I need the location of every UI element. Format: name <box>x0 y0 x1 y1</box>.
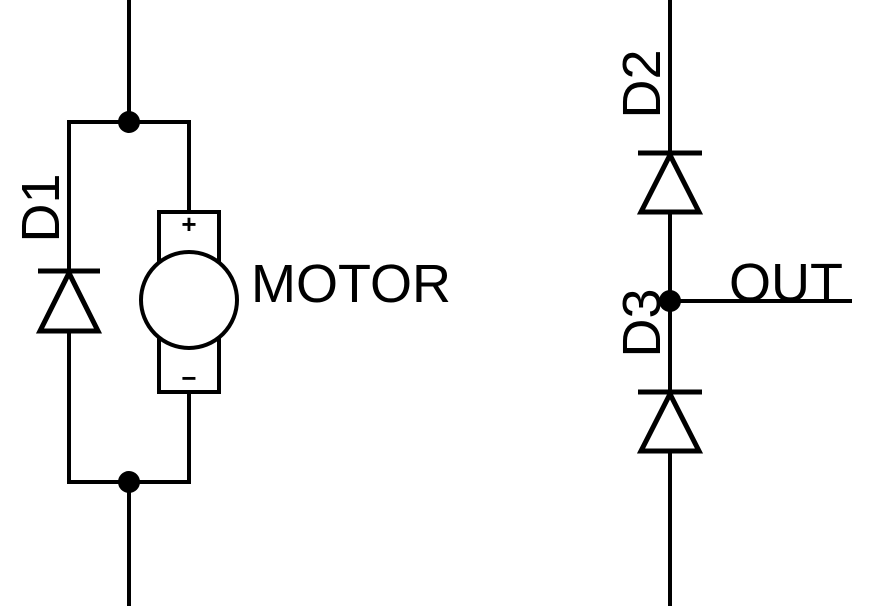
diode-d2-triangle <box>636 149 704 215</box>
d3-label: D3 <box>612 288 672 357</box>
diode-d3 <box>636 388 704 454</box>
diode-d1 <box>35 267 103 334</box>
diode-d1-triangle <box>35 267 103 334</box>
top-bus-wire <box>67 120 191 272</box>
junction-dot-bottom <box>118 471 140 493</box>
diode-d2 <box>636 149 704 215</box>
motor-minus-sign: − <box>181 363 196 393</box>
d1-label: D1 <box>11 173 71 242</box>
motor-label: MOTOR <box>251 254 451 314</box>
junction-dot-out <box>659 290 681 312</box>
output-circuit: D2 D3 OUT <box>612 0 852 606</box>
bottom-bus-wire <box>67 330 191 484</box>
diode-d3-triangle <box>636 388 704 454</box>
motor-circuit: D1 + − MOTOR <box>11 0 451 606</box>
junction-dot-top <box>118 111 140 133</box>
out-label: OUT <box>729 253 843 313</box>
dc-motor: + − <box>139 209 239 394</box>
d2-label: D2 <box>612 49 672 118</box>
motor-circle <box>139 250 239 350</box>
motor-plus-sign: + <box>181 209 196 239</box>
